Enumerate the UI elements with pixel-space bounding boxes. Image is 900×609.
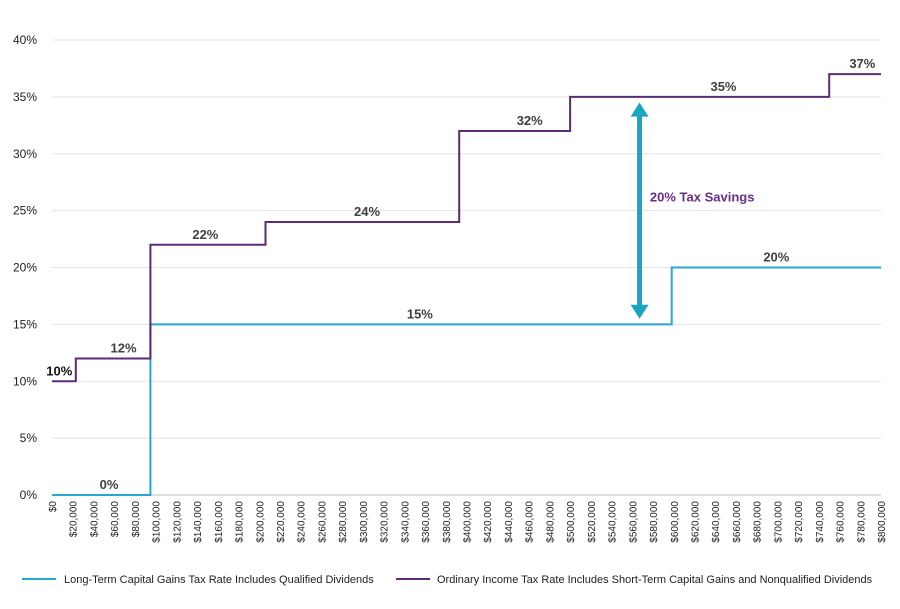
x-tick-label: $460,000 bbox=[525, 501, 536, 543]
segment-label: 20% bbox=[763, 250, 789, 265]
annotations: 20% Tax Savings bbox=[630, 102, 755, 319]
x-tick-label: $300,000 bbox=[359, 501, 370, 543]
tax-savings-label: 20% Tax Savings bbox=[650, 190, 755, 205]
x-tick-label: $580,000 bbox=[649, 501, 660, 543]
x-tick-label: $640,000 bbox=[711, 501, 722, 543]
segment-label: 37% bbox=[849, 56, 875, 71]
x-tick-label: $600,000 bbox=[670, 501, 681, 543]
segment-label: 15% bbox=[407, 306, 433, 321]
x-tick-label: $80,000 bbox=[131, 501, 142, 538]
x-tick-label: $220,000 bbox=[276, 501, 287, 543]
x-tick-label: $200,000 bbox=[255, 501, 266, 543]
x-tick-label: $800,000 bbox=[877, 501, 888, 543]
x-tick-label: $120,000 bbox=[172, 501, 183, 543]
y-axis: 0% 5% 10% 15% 20% 25% 30% 35% 40% bbox=[13, 33, 37, 502]
x-tick-label: $340,000 bbox=[400, 501, 411, 543]
x-tick-label: $660,000 bbox=[732, 501, 743, 543]
segment-label: 12% bbox=[110, 341, 136, 356]
y-tick-label: 25% bbox=[13, 204, 37, 218]
segment-label: 22% bbox=[192, 227, 218, 242]
y-tick-label: 35% bbox=[13, 90, 37, 104]
x-tick-label: $700,000 bbox=[773, 501, 784, 543]
x-tick-label: $620,000 bbox=[690, 501, 701, 543]
x-tick-label: $680,000 bbox=[753, 501, 764, 543]
y-tick-label: 10% bbox=[13, 374, 37, 388]
segment-label: 10% bbox=[46, 363, 72, 378]
x-tick-label: $20,000 bbox=[69, 501, 80, 538]
x-tick-label: $500,000 bbox=[566, 501, 577, 543]
x-tick-label: $720,000 bbox=[794, 501, 805, 543]
x-tick-label: $160,000 bbox=[214, 501, 225, 543]
x-tick-label: $440,000 bbox=[504, 501, 515, 543]
segment-label: 35% bbox=[710, 79, 736, 94]
x-tick-label: $260,000 bbox=[317, 501, 328, 543]
x-tick-label: $560,000 bbox=[628, 501, 639, 543]
x-tick-label: $0 bbox=[48, 501, 59, 513]
x-tick-label: $320,000 bbox=[380, 501, 391, 543]
x-axis: $0 $20,000 $40,000 $60,000 $80,000 $100,000 $1… bbox=[48, 501, 888, 543]
x-tick-label: $380,000 bbox=[442, 501, 453, 543]
x-tick-label: $360,000 bbox=[421, 501, 432, 543]
x-tick-label: $180,000 bbox=[235, 501, 246, 543]
y-tick-label: 40% bbox=[13, 33, 37, 47]
legend-label-1: Long-Term Capital Gains Tax Rate Include… bbox=[64, 574, 374, 586]
series-line-2 bbox=[52, 73, 881, 383]
x-tick-label: $420,000 bbox=[483, 501, 494, 543]
segment-label: 32% bbox=[517, 113, 543, 128]
x-tick-label: $100,000 bbox=[152, 501, 163, 543]
x-tick-label: $760,000 bbox=[836, 501, 847, 543]
x-tick-label: $480,000 bbox=[545, 501, 556, 543]
x-tick-label: $520,000 bbox=[587, 501, 598, 543]
x-tick-label: $60,000 bbox=[110, 501, 121, 538]
x-tick-label: $540,000 bbox=[608, 501, 619, 543]
x-tick-label: $780,000 bbox=[856, 501, 867, 543]
legend-label-2: Ordinary Income Tax Rate Includes Short-… bbox=[437, 574, 873, 586]
legend: Long-Term Capital Gains Tax Rate Include… bbox=[22, 574, 873, 586]
y-tick-label: 20% bbox=[13, 261, 37, 275]
x-tick-label: $140,000 bbox=[193, 501, 204, 543]
y-tick-label: 15% bbox=[13, 317, 37, 331]
segment-labels: 0% 15% 20% 10% 12% 22% 24% 32% 35% 37% bbox=[46, 56, 876, 492]
series-line-1 bbox=[52, 266, 881, 496]
x-tick-label: $40,000 bbox=[89, 501, 100, 538]
tax-savings-arrow-head-top bbox=[630, 102, 649, 117]
tax-savings-arrow-head-bottom bbox=[630, 304, 649, 319]
segment-label: 24% bbox=[354, 204, 380, 219]
x-tick-label: $280,000 bbox=[338, 501, 349, 543]
y-tick-label: 5% bbox=[20, 431, 38, 445]
x-tick-label: $740,000 bbox=[815, 501, 826, 543]
y-tick-label: 30% bbox=[13, 147, 37, 161]
segment-label: 0% bbox=[100, 477, 119, 492]
x-tick-label: $240,000 bbox=[297, 501, 308, 543]
y-tick-label: 0% bbox=[20, 488, 38, 502]
x-tick-label: $400,000 bbox=[463, 501, 474, 543]
series-lines bbox=[52, 73, 881, 496]
